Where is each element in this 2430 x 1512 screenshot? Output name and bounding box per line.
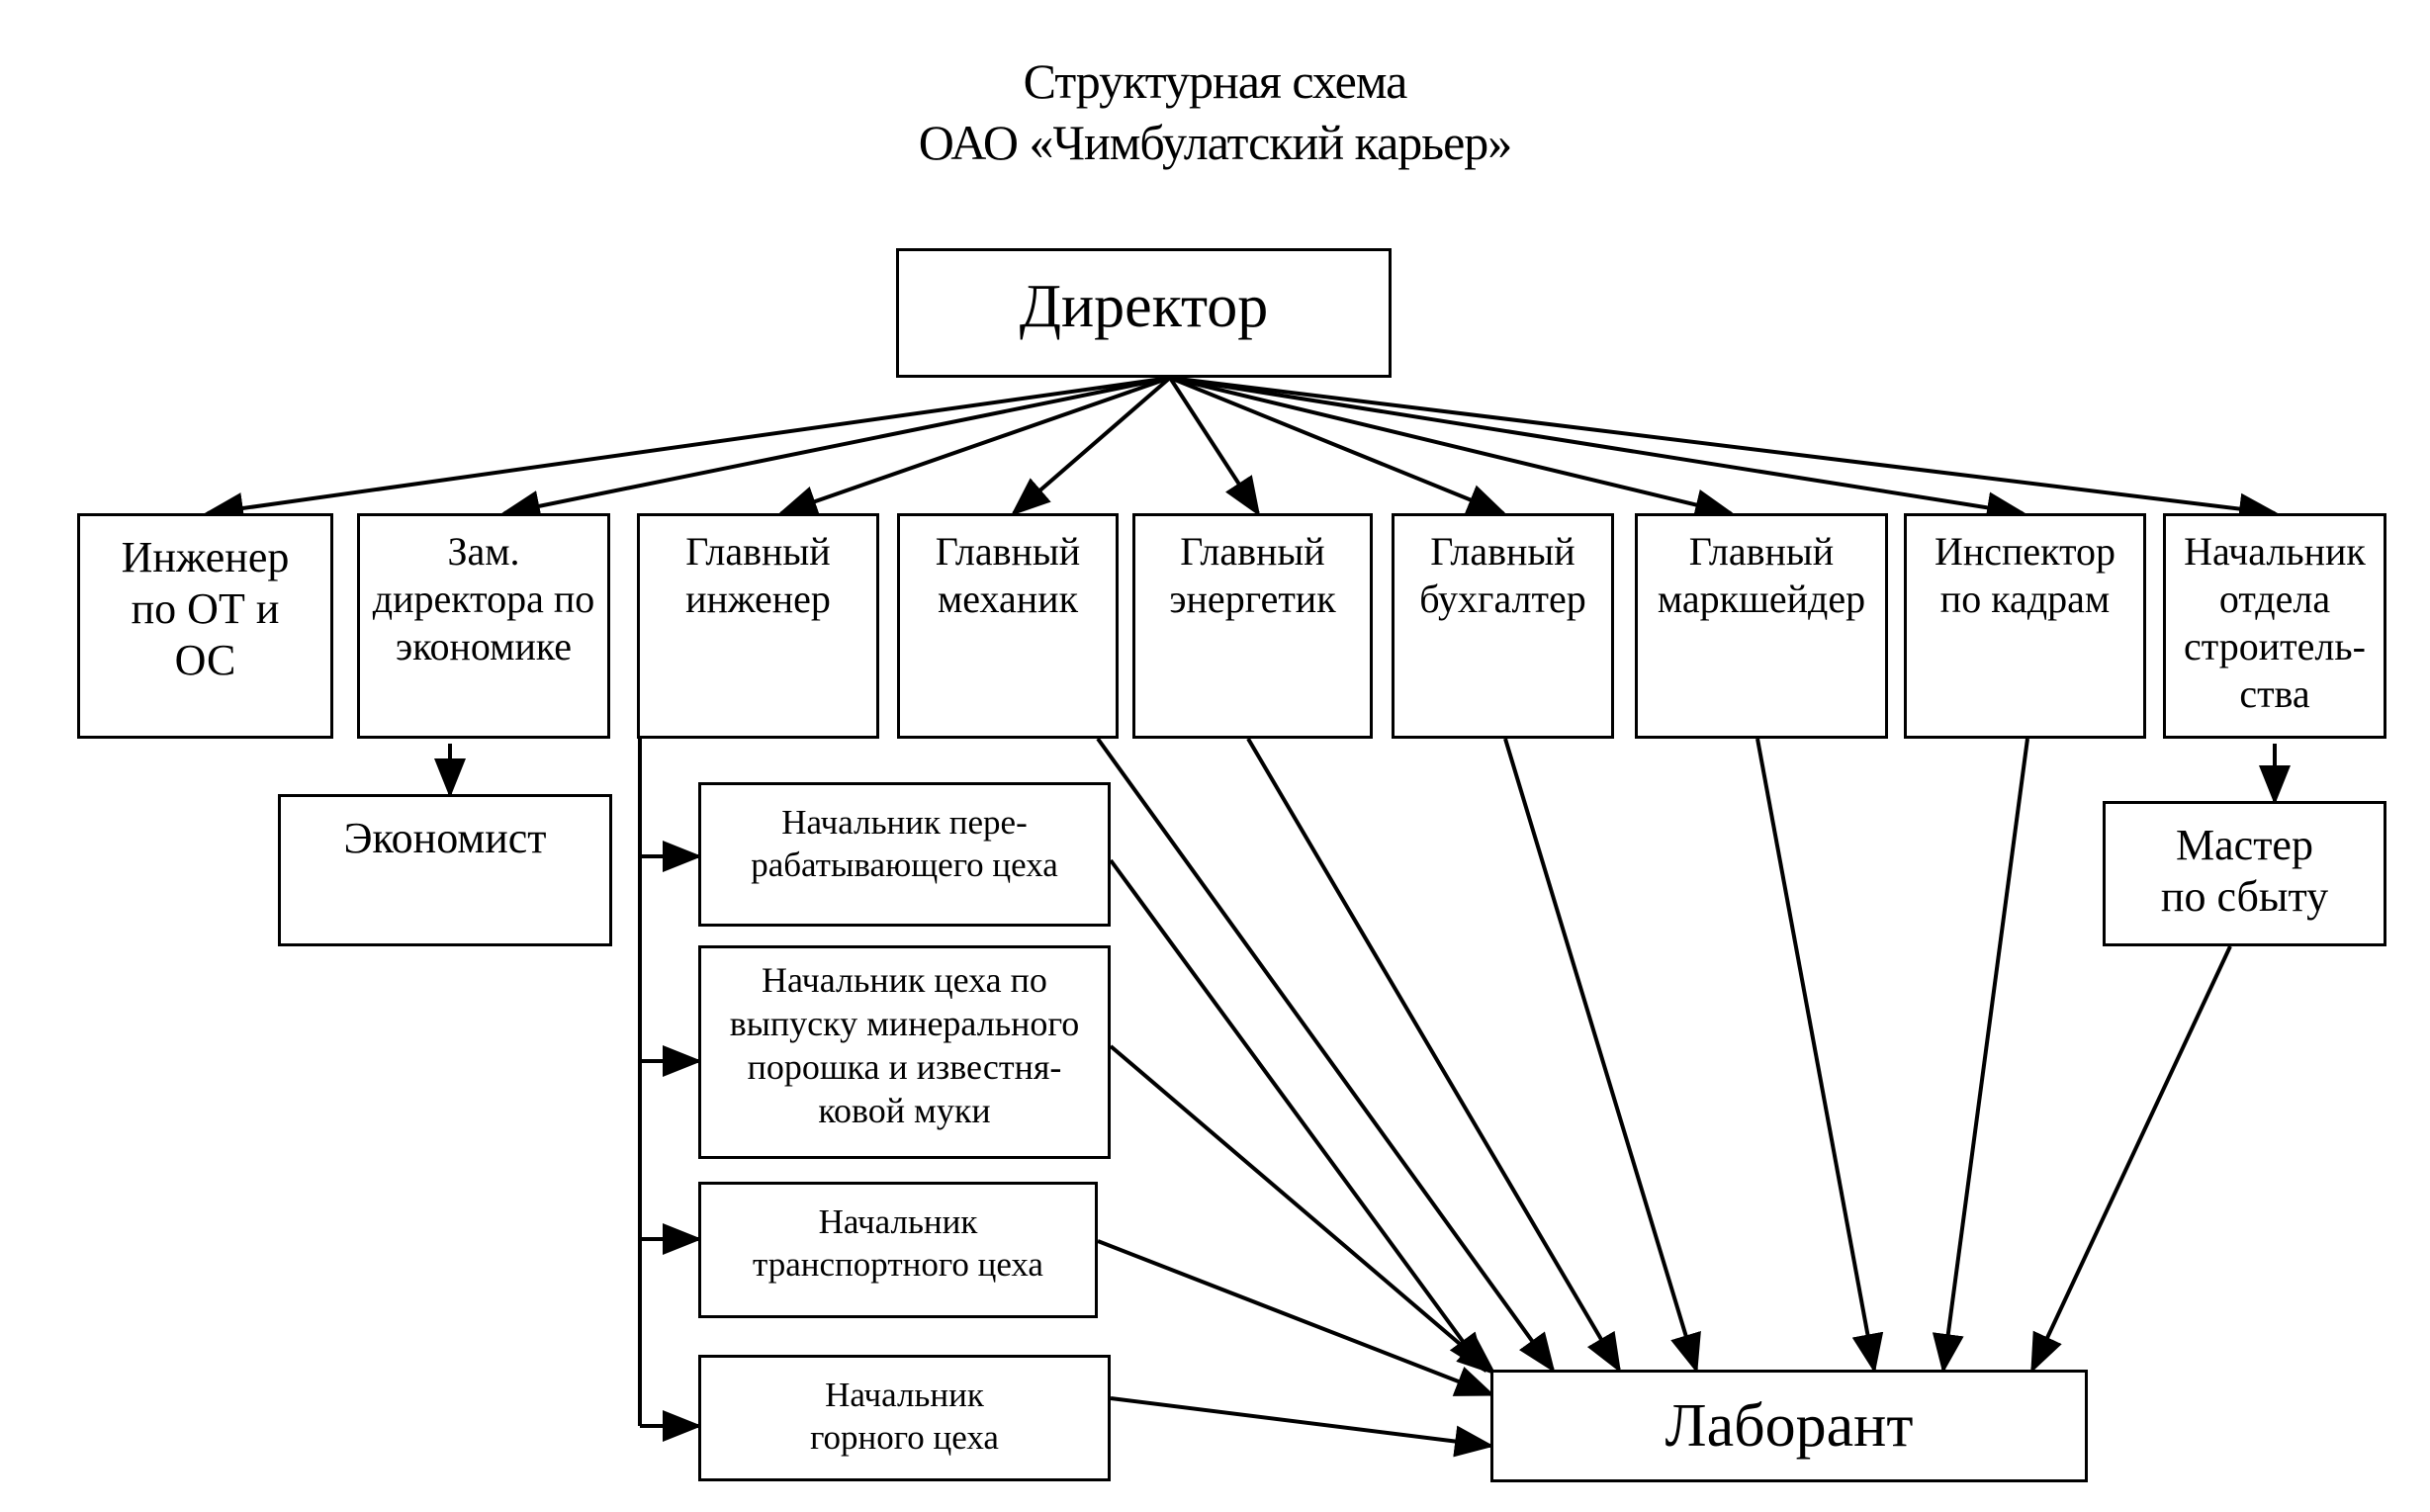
arrow-sales-master-to-laborant xyxy=(2030,945,2232,1374)
arrow-chief-accountant-to-laborant xyxy=(1503,738,1701,1374)
box-economist: Экономист xyxy=(278,794,612,946)
diagram-title-line-2: ОАО «Чимбулатский карьер» xyxy=(918,115,1513,170)
arrow-director-to-chief-mechanic xyxy=(1010,376,1172,516)
arrow-chief-power-engineer-to-laborant xyxy=(1246,737,1622,1374)
arrow-mineral-powder-shop-head-to-laborant xyxy=(1109,1044,1497,1376)
box-laborant: Лаборант xyxy=(1490,1370,2088,1482)
arrow-director-to-chief-engineer xyxy=(777,376,1171,517)
label-economist: Экономист xyxy=(343,814,547,862)
arrow-director-to-construction-head xyxy=(1169,376,2279,525)
arrow-hr-inspector-to-laborant xyxy=(1932,738,2029,1374)
arrow-director-to-chief-accountant xyxy=(1169,376,1507,515)
arrow-director-to-chief-surveyor xyxy=(1169,376,1735,521)
arrow-chief-mechanic-to-laborant xyxy=(1096,737,1556,1374)
diagram-title-line-1: Структурная схема xyxy=(1023,53,1408,109)
arrow-mining-shop-head-to-laborant xyxy=(1110,1396,1494,1458)
box-processing-shop-head: Начальник пере-рабатывающего цеха xyxy=(698,782,1111,927)
arrow-transport-shop-head-to-laborant xyxy=(1097,1239,1495,1396)
arrow-chief-surveyor-to-laborant xyxy=(1755,738,1884,1374)
label-laborant: Лаборант xyxy=(1665,1392,1914,1460)
box-director: Директор xyxy=(896,248,1392,378)
arrow-director-to-deputy-economics xyxy=(500,376,1171,522)
arrow-processing-shop-head-to-laborant xyxy=(1109,858,1486,1374)
arrow-director-to-hr-inspector xyxy=(1169,376,2026,524)
label-processing-shop-head: Начальник пере-рабатывающего цеха xyxy=(751,803,1058,884)
arrow-director-to-engineer-ot xyxy=(204,376,1171,524)
arrow-director-to-chief-power-engineer xyxy=(1168,376,1261,517)
label-director: Директор xyxy=(1019,273,1269,340)
